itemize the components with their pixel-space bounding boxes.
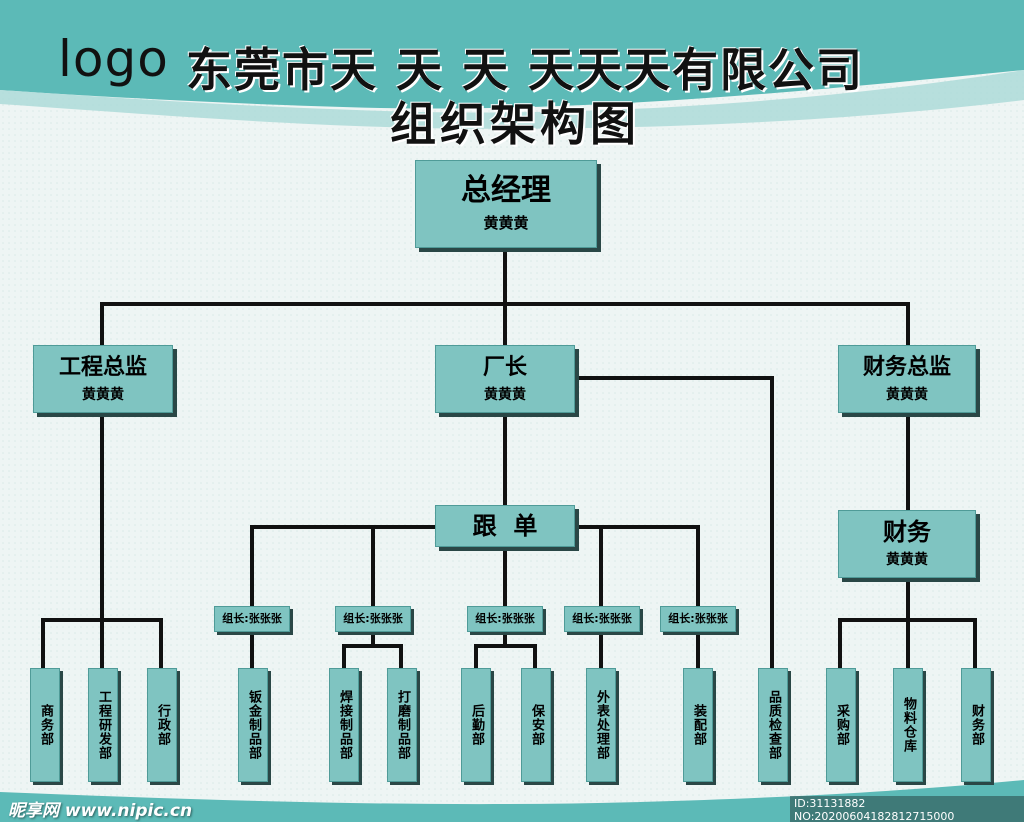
node-engineering-director: 工程总监 黄黄黄 xyxy=(33,345,173,413)
dept-label: 钣金制品部 xyxy=(246,690,261,760)
group-leader-4: 组长:张张张 xyxy=(564,606,640,632)
node-ceo-name: 黄黄黄 xyxy=(483,214,529,232)
dept-sheet-metal: 钣金制品部 xyxy=(238,668,268,782)
dept-assembly: 装配部 xyxy=(683,668,713,782)
node-order-follow: 跟 单 xyxy=(435,505,575,547)
dept-label: 打磨制品部 xyxy=(395,690,410,760)
dept-label: 财务部 xyxy=(969,704,984,746)
dept-label: 品质检查部 xyxy=(766,690,781,760)
node-finance-name: 黄黄黄 xyxy=(886,552,928,568)
node-factory-manager-title: 厂长 xyxy=(482,355,527,380)
dept-label: 外表处理部 xyxy=(594,690,609,760)
dept-admin: 行政部 xyxy=(147,668,177,782)
chart-title: 组织架构图 xyxy=(390,97,640,151)
dept-welding: 焊接制品部 xyxy=(329,668,359,782)
dept-logistics: 后勤部 xyxy=(461,668,491,782)
node-engineering-director-title: 工程总监 xyxy=(58,355,147,380)
watermark-site: 昵享网 www.nipic.cn xyxy=(8,801,193,821)
group-leader-3: 组长:张张张 xyxy=(467,606,543,632)
company-title: 东莞市天 天 天 天天天有限公司 xyxy=(186,43,865,97)
dept-quality-inspection: 品质检查部 xyxy=(758,668,788,782)
dept-label: 商务部 xyxy=(38,704,53,746)
node-finance-title: 财务 xyxy=(883,518,931,546)
dept-label: 焊接制品部 xyxy=(337,690,352,760)
watermark-id: ID:31131882 NO:20200604182812715000 xyxy=(790,796,1024,822)
dept-label: 后勤部 xyxy=(469,704,484,746)
dept-purchasing: 采购部 xyxy=(826,668,856,782)
dept-engineering-rd: 工程研发部 xyxy=(88,668,118,782)
node-factory-manager: 厂长 黄黄黄 xyxy=(435,345,575,413)
dept-grinding: 打磨制品部 xyxy=(387,668,417,782)
dept-label: 装配部 xyxy=(691,704,706,746)
dept-surface-treatment: 外表处理部 xyxy=(586,668,616,782)
group-leader-5: 组长:张张张 xyxy=(660,606,736,632)
node-engineering-director-name: 黄黄黄 xyxy=(82,387,124,403)
node-factory-manager-name: 黄黄黄 xyxy=(484,387,526,403)
dept-label: 物料仓库 xyxy=(901,697,916,753)
dept-security: 保安部 xyxy=(521,668,551,782)
node-finance-director-name: 黄黄黄 xyxy=(886,387,928,403)
dept-label: 行政部 xyxy=(155,704,170,746)
dept-label: 工程研发部 xyxy=(96,690,111,760)
node-order-follow-title: 跟 单 xyxy=(472,512,538,540)
logo-text: logo xyxy=(58,30,169,88)
group-leader-1: 组长:张张张 xyxy=(214,606,290,632)
node-finance-director-title: 财务总监 xyxy=(862,355,951,380)
dept-finance: 财务部 xyxy=(961,668,991,782)
node-ceo-title: 总经理 xyxy=(461,173,551,208)
node-finance-director: 财务总监 黄黄黄 xyxy=(838,345,976,413)
node-ceo: 总经理 黄黄黄 xyxy=(415,160,597,248)
dept-warehouse: 物料仓库 xyxy=(893,668,923,782)
dept-business: 商务部 xyxy=(30,668,60,782)
node-finance: 财务 黄黄黄 xyxy=(838,510,976,578)
dept-label: 保安部 xyxy=(529,704,544,746)
dept-label: 采购部 xyxy=(834,704,849,746)
group-leader-2: 组长:张张张 xyxy=(335,606,411,632)
